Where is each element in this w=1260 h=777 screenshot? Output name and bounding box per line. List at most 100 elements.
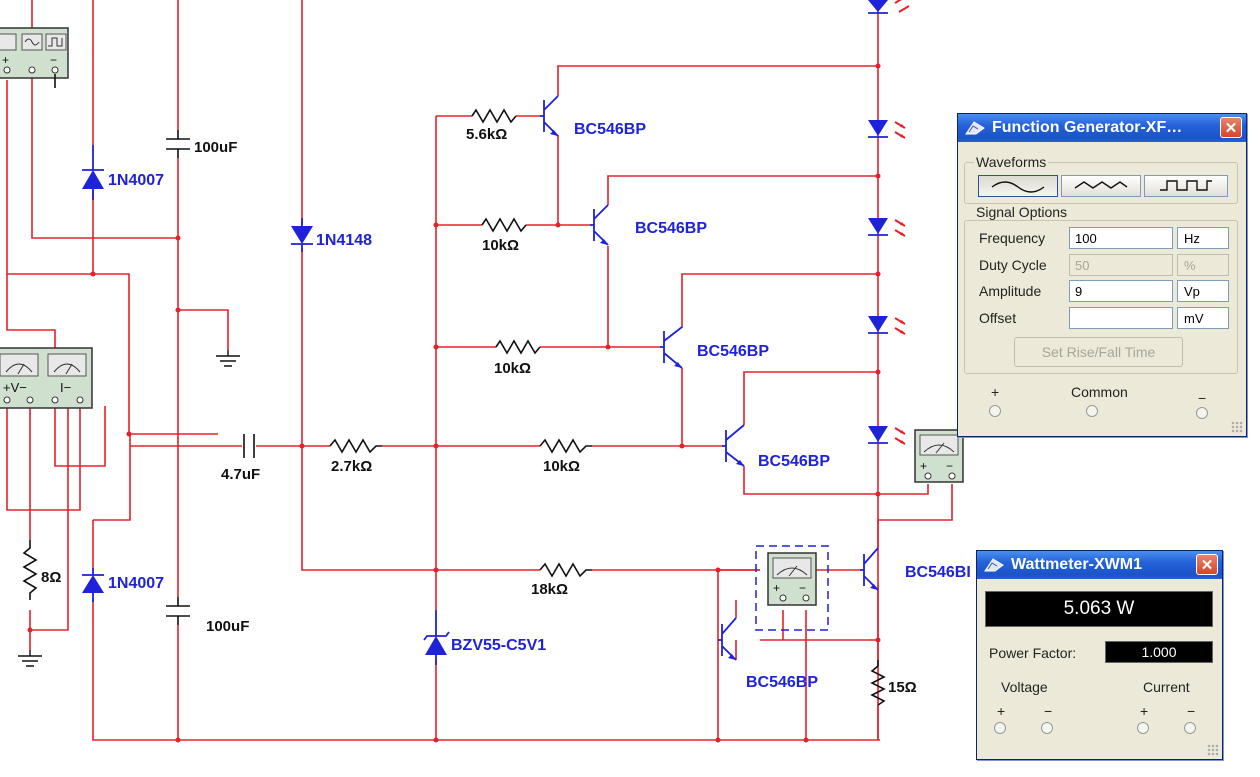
diode-d2[interactable] xyxy=(82,568,104,602)
wattmeter-title: Wattmeter-XWM1 xyxy=(1011,556,1142,573)
capacitor-c2[interactable] xyxy=(166,597,190,625)
power-reading-display: 5.063 W xyxy=(985,591,1213,627)
resistor-r3[interactable] xyxy=(495,339,541,355)
power-factor-label: Power Factor: xyxy=(989,645,1077,661)
svg-text:−: − xyxy=(799,581,806,595)
resistor-r5[interactable] xyxy=(539,438,592,454)
waveforms-group-title: Waveforms xyxy=(974,154,1049,170)
transistor-q4[interactable] xyxy=(722,424,745,467)
current-minus-terminal[interactable] xyxy=(1184,722,1196,734)
close-icon: ✕ xyxy=(1200,556,1214,574)
triangle-wave-icon xyxy=(1074,181,1128,189)
function-generator-titlebar[interactable]: Function Generator-XF… ✕ xyxy=(958,114,1246,142)
transistor-q1-label: BC546BP xyxy=(574,121,646,138)
frequency-unit[interactable]: Hz xyxy=(1177,227,1229,249)
resistor-r1[interactable] xyxy=(471,108,517,124)
capacitor-c3[interactable] xyxy=(243,434,255,458)
ground-1 xyxy=(216,350,240,367)
transistor-q3-label: BC546BP xyxy=(697,343,769,360)
transistor-q3[interactable] xyxy=(660,326,683,369)
duty-cycle-input: 50 xyxy=(1069,254,1173,276)
resistor-r8-label: 15Ω xyxy=(888,679,917,696)
wattmeter-window[interactable]: Wattmeter-XWM1 ✕ 5.063 W Power Factor: 1… xyxy=(976,550,1223,760)
current-minus-label: − xyxy=(1187,703,1196,719)
common-terminal[interactable] xyxy=(1086,405,1098,417)
svg-text:I−: I− xyxy=(60,380,71,395)
zener-z1-label: BZV55-C5V1 xyxy=(451,637,546,654)
set-rise-fall-time-button[interactable]: Set Rise/Fall Time xyxy=(1014,337,1183,367)
voltage-minus-label: − xyxy=(1044,703,1053,719)
offset-unit[interactable]: mV xyxy=(1177,307,1229,329)
function-generator-symbol[interactable]: + − xyxy=(0,27,69,88)
capacitor-c3-label: 4.7uF xyxy=(221,466,260,483)
minus-terminal-label: − xyxy=(1198,390,1207,406)
left-wattmeter-symbol[interactable]: +V− I− xyxy=(0,347,93,409)
zener-z1[interactable] xyxy=(423,610,450,665)
waveforms-group xyxy=(964,162,1238,204)
minus-terminal[interactable] xyxy=(1196,407,1208,419)
sine-wave-button[interactable] xyxy=(978,175,1058,197)
function-generator-window[interactable]: Function Generator-XF… ✕ Waveforms Signa… xyxy=(957,113,1247,437)
triangle-wave-button[interactable] xyxy=(1061,175,1141,197)
led-2[interactable] xyxy=(868,120,906,139)
resistor-r8[interactable] xyxy=(870,660,886,706)
amplitude-label: Amplitude xyxy=(979,283,1042,299)
close-button[interactable]: ✕ xyxy=(1220,117,1242,138)
wires xyxy=(6,0,953,741)
resistor-r6-label: 18kΩ xyxy=(531,581,568,598)
plus-terminal-label: + xyxy=(991,384,1000,400)
signal-options-title: Signal Options xyxy=(974,204,1070,220)
transistor-q1[interactable] xyxy=(540,95,559,137)
led-3[interactable] xyxy=(868,218,906,237)
capacitor-c1-label: 100uF xyxy=(194,139,237,156)
wattmeter-xwm1-symbol[interactable]: + − xyxy=(755,545,829,631)
offset-label: Offset xyxy=(979,310,1017,326)
square-wave-icon xyxy=(1160,180,1212,191)
transistor-q2-label: BC546BP xyxy=(635,220,707,237)
transistor-q5-label: BC546BP xyxy=(746,674,818,691)
amplitude-input[interactable]: 9 xyxy=(1069,280,1173,302)
duty-cycle-label: Duty Cycle xyxy=(979,257,1047,273)
diode-d1[interactable] xyxy=(82,145,104,200)
resize-grip-icon[interactable] xyxy=(1207,744,1219,756)
square-wave-button[interactable] xyxy=(1144,175,1228,197)
amplitude-unit[interactable]: Vp xyxy=(1177,280,1229,302)
current-plus-label: + xyxy=(1140,703,1149,719)
resize-grip-icon[interactable] xyxy=(1231,421,1243,433)
transistor-q6[interactable] xyxy=(860,547,879,591)
ground-2 xyxy=(18,650,42,667)
led-1[interactable] xyxy=(868,0,910,14)
led-5[interactable] xyxy=(868,426,906,445)
voltage-minus-terminal[interactable] xyxy=(1041,722,1053,734)
current-plus-terminal[interactable] xyxy=(1137,722,1149,734)
resistor-r7[interactable] xyxy=(22,540,38,600)
function-generator-title: Function Generator-XF… xyxy=(992,119,1183,136)
wattmeter-titlebar[interactable]: Wattmeter-XWM1 ✕ xyxy=(977,551,1222,579)
junctions xyxy=(27,63,881,743)
led-4[interactable] xyxy=(868,316,906,335)
diode-d3-label: 1N4148 xyxy=(316,232,372,249)
diode-d2-label: 1N4007 xyxy=(108,575,164,592)
frequency-input[interactable]: 100 xyxy=(1069,227,1173,249)
capacitor-c1[interactable] xyxy=(166,130,190,158)
transistor-q2[interactable] xyxy=(590,204,609,246)
resistor-r4[interactable] xyxy=(329,438,382,454)
plus-terminal[interactable] xyxy=(989,405,1001,417)
diode-d3[interactable] xyxy=(291,218,313,252)
voltage-plus-label: + xyxy=(997,703,1006,719)
voltage-plus-terminal[interactable] xyxy=(994,722,1006,734)
close-button[interactable]: ✕ xyxy=(1196,554,1218,575)
resistor-r2[interactable] xyxy=(481,217,527,233)
svg-text:+: + xyxy=(2,53,9,67)
resistor-r5-label: 10kΩ xyxy=(543,458,580,475)
current-label: Current xyxy=(1143,679,1190,695)
right-meter-symbol[interactable]: + − xyxy=(914,429,964,483)
power-factor-display: 1.000 xyxy=(1105,641,1213,663)
resistor-r7-label: 8Ω xyxy=(41,569,61,586)
offset-input[interactable] xyxy=(1069,307,1173,329)
transistor-q5[interactable] xyxy=(718,617,737,661)
instrument-icon xyxy=(984,558,1004,572)
svg-text:−: − xyxy=(946,459,953,473)
resistor-r6[interactable] xyxy=(539,562,592,578)
transistor-q6-label: BC546BI xyxy=(905,564,971,581)
